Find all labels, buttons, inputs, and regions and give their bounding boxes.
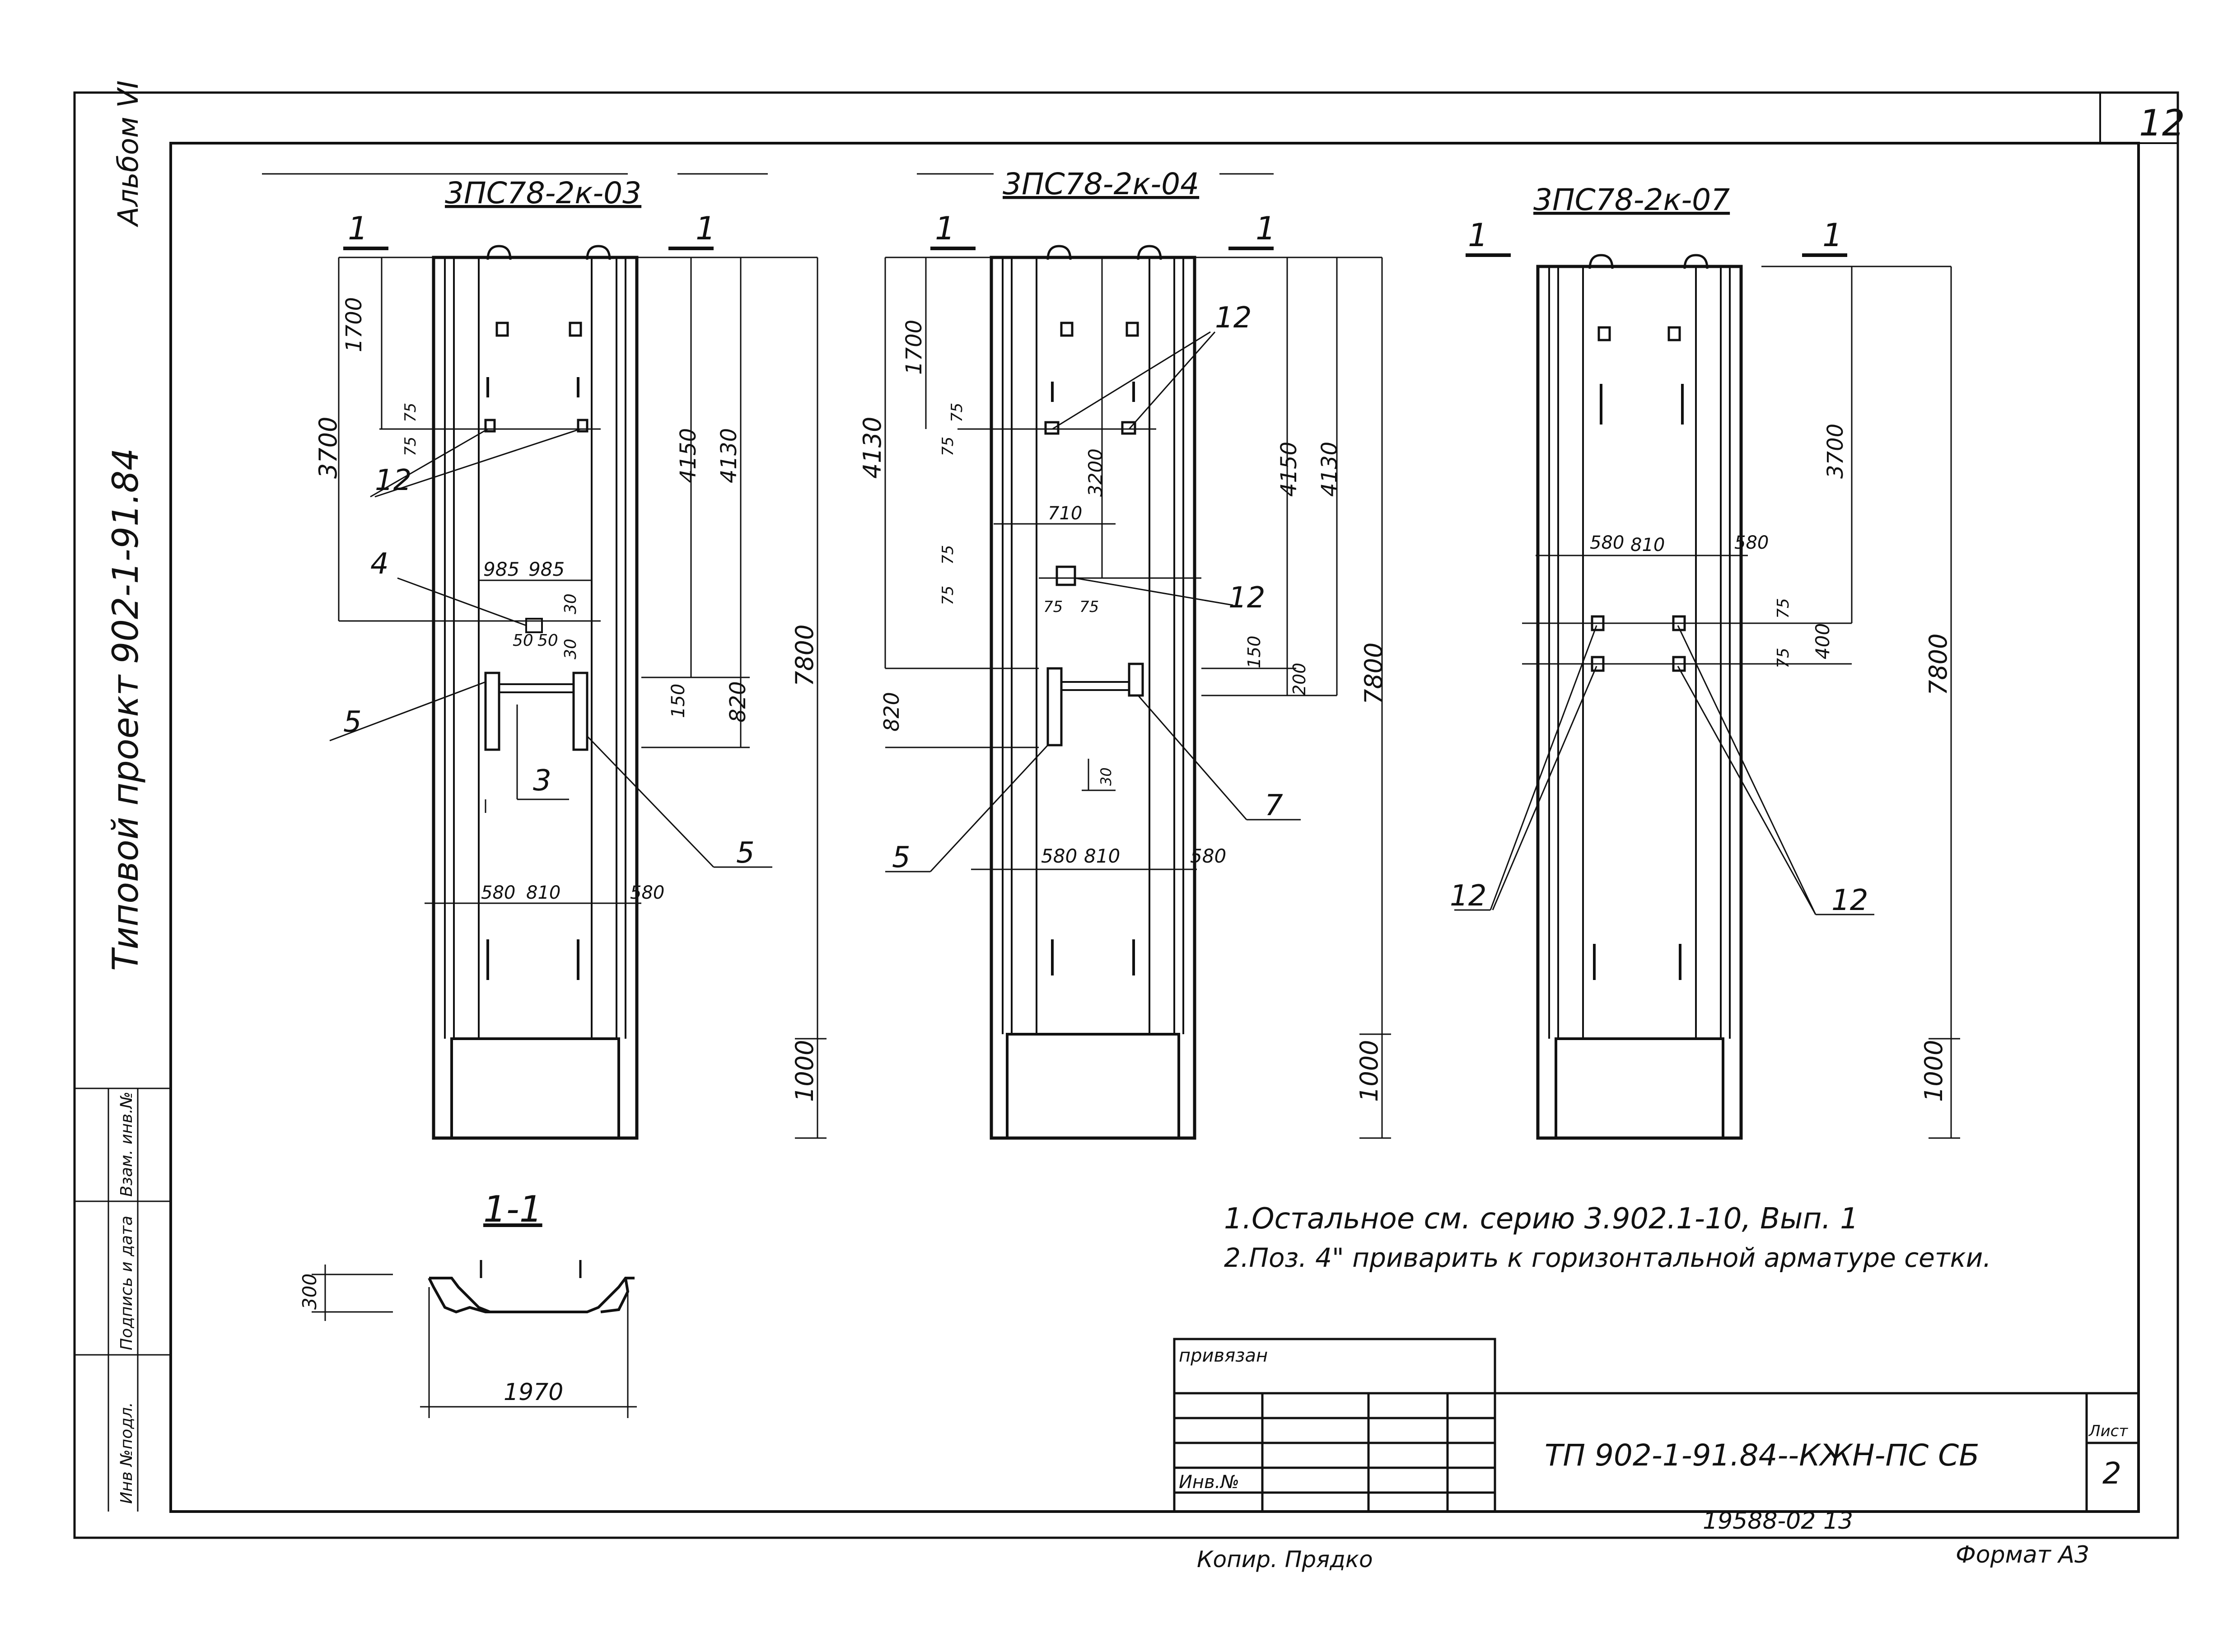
panel-2-section-right: 1 <box>1256 210 1276 247</box>
p1-dim-75a: 75 <box>402 403 420 422</box>
p2-callout-12-top: 12 <box>1215 301 1252 335</box>
p2-callout-12-mid: 12 <box>1228 581 1265 615</box>
panel-3-section-left: 1 <box>1468 217 1488 254</box>
p2-dim-200: 200 <box>1289 663 1309 695</box>
panel-1: 3ПС78-2к-03 1 1 <box>262 173 827 1140</box>
p1-callout-4: 4 <box>370 547 389 581</box>
panel-1-section-left: 1 <box>348 210 368 247</box>
p1-callout-5-right: 5 <box>736 836 755 870</box>
p2-dim-810: 810 <box>1084 845 1120 867</box>
panel-2: 3ПС78-2к-04 1 1 <box>858 167 1391 1140</box>
panel-2-section-left: 1 <box>935 210 955 247</box>
p2-dim-75f: 75 <box>1079 598 1099 616</box>
p1-dim-985b: 985 <box>528 558 565 580</box>
p2-dim-3200: 3200 <box>1084 448 1107 497</box>
p2-dim-580a: 580 <box>1041 845 1077 867</box>
p3-dim-75a: 75 <box>1774 598 1793 619</box>
p1-dim-580a: 580 <box>481 882 515 903</box>
p2-dim-4130b: 4130 <box>1317 442 1342 497</box>
p2-dim-1000: 1000 <box>1355 1040 1383 1102</box>
panel-3-section-right: 1 <box>1822 217 1843 254</box>
sign-date-label: Подпись и дата <box>117 1216 136 1350</box>
document-code: ТП 902-1-91.84--КЖН-ПС СБ <box>1545 1438 1980 1473</box>
p3-dim-3700: 3700 <box>1823 424 1848 479</box>
p1-dim-985a: 985 <box>483 558 519 580</box>
p1-dim-1000: 1000 <box>790 1040 819 1102</box>
p1-callout-5-left: 5 <box>343 705 362 739</box>
p1-callout-12: 12 <box>375 464 411 497</box>
p2-dim-75b: 75 <box>939 437 957 456</box>
p2-callout-5: 5 <box>892 841 911 874</box>
inv-orig-label: Инв №подл. <box>117 1402 136 1504</box>
linked-label: привязан <box>1179 1345 1268 1366</box>
p3-callout-12-right: 12 <box>1831 884 1868 917</box>
album-label: Альбом VI <box>112 80 145 228</box>
p2-dim-820: 820 <box>879 692 904 732</box>
p2-dim-75c: 75 <box>939 545 957 565</box>
p2-dim-580b: 580 <box>1190 845 1226 867</box>
section-width: 1970 <box>504 1379 563 1406</box>
section-title: 1-1 <box>483 1188 542 1230</box>
archive-number: 19588-02 13 <box>1703 1507 1853 1535</box>
p1-dim-1700: 1700 <box>341 297 367 352</box>
p1-callout-3: 3 <box>533 764 551 798</box>
p2-dim-4150: 4150 <box>1276 442 1302 497</box>
p2-dim-75d: 75 <box>939 586 957 605</box>
project-label: Типовой проект 902-1-91.84 <box>106 448 146 971</box>
p2-dim-75a: 75 <box>948 403 966 422</box>
p1-dim-75b: 75 <box>402 437 420 456</box>
p3-callout-12-left: 12 <box>1450 879 1486 913</box>
section-height: 300 <box>299 1274 321 1310</box>
inv-number-label: Инв.№ <box>1179 1472 1239 1493</box>
p1-dim-50b: 50 <box>537 631 558 650</box>
panel-2-title: 3ПС78-2к-04 <box>1003 167 1199 201</box>
p3-dim-75b: 75 <box>1774 648 1793 668</box>
copier-name: Копир. Прядко <box>1197 1546 1373 1573</box>
section-1-1: 1-1 300 1970 <box>299 1188 637 1418</box>
p1-dim-7800: 7800 <box>790 625 819 686</box>
sheet-label: Лист <box>2088 1422 2128 1440</box>
p3-dim-810: 810 <box>1630 535 1665 555</box>
sheet-number: 2 <box>2102 1456 2121 1491</box>
sheet-number-top: 12 <box>2139 102 2185 144</box>
panel-1-section-right: 1 <box>696 210 716 247</box>
p2-dim-150: 150 <box>1244 635 1264 668</box>
p2-dim-710: 710 <box>1048 503 1082 524</box>
p1-dim-150: 150 <box>668 684 689 718</box>
p1-dim-580b: 580 <box>630 882 664 903</box>
p2-dim-75e: 75 <box>1043 598 1063 616</box>
panel-3: 3ПС78-2к-07 1 1 <box>1450 182 1960 1140</box>
p2-dim-7800: 7800 <box>1359 643 1388 705</box>
p1-dim-4130: 4130 <box>716 428 742 483</box>
p2-callout-7: 7 <box>1265 789 1283 822</box>
inv-instead-label: Взам. инв.№ <box>117 1092 136 1197</box>
p1-dim-50a: 50 <box>513 631 533 650</box>
p3-dim-400: 400 <box>1812 623 1834 659</box>
format-label: Формат А3 <box>1956 1541 2089 1568</box>
p1-dim-820: 820 <box>725 681 751 723</box>
sheet-frame <box>73 91 2179 1539</box>
p3-dim-580b: 580 <box>1734 532 1769 553</box>
p2-dim-4130a: 4130 <box>858 417 887 479</box>
note-1: 1.Остальное см. серию 3.902.1-10, Вып. 1 <box>1224 1202 1859 1236</box>
panel-3-title: 3ПС78-2к-07 <box>1533 182 1730 217</box>
p3-dim-580a: 580 <box>1590 532 1624 553</box>
p2-dim-30: 30 <box>1097 767 1115 786</box>
p3-dim-1000: 1000 <box>1919 1040 1948 1102</box>
title-block <box>1173 1338 2139 1513</box>
p1-dim-810: 810 <box>526 882 560 903</box>
p1-dim-3700: 3700 <box>314 417 342 479</box>
p1-dim-30b: 30 <box>561 639 580 659</box>
p2-dim-1700: 1700 <box>901 320 927 375</box>
p3-dim-7800: 7800 <box>1924 634 1952 695</box>
p1-dim-4150: 4150 <box>676 428 701 483</box>
note-2: 2.Поз. 4" приварить к горизонтальной арм… <box>1224 1242 1991 1273</box>
panel-1-title: 3ПС78-2к-03 <box>445 176 641 210</box>
p1-dim-30a: 30 <box>561 593 580 614</box>
